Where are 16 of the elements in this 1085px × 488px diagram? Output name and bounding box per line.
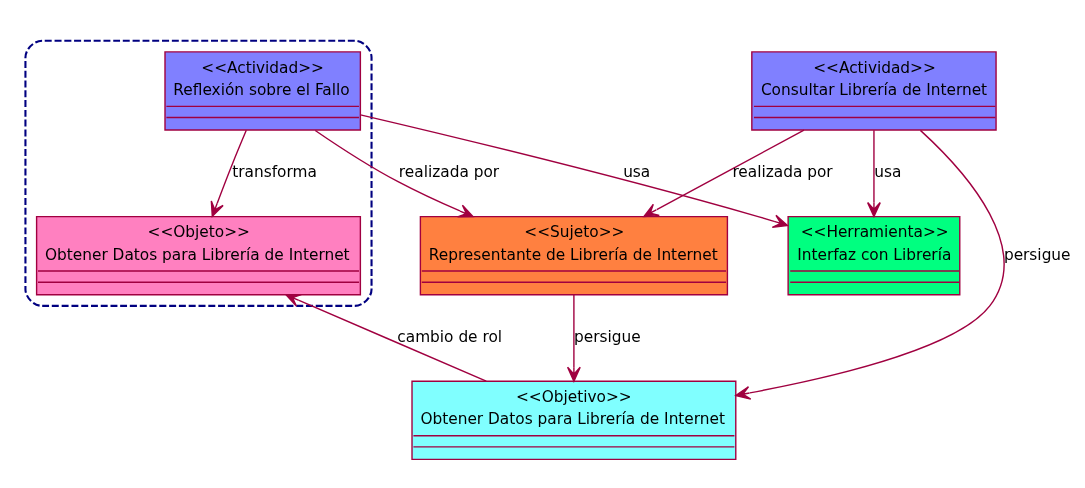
arrow <box>314 129 474 217</box>
arrow <box>285 293 487 382</box>
edge-label: realizada por <box>398 162 500 181</box>
arrow <box>866 129 881 217</box>
arrow <box>359 113 789 228</box>
edge-label: transforma <box>232 162 317 181</box>
edge-label: persigue <box>1003 245 1071 264</box>
edge-label: cambio de rol <box>397 327 503 346</box>
arrow <box>566 293 581 382</box>
edge-label: usa <box>623 162 651 181</box>
arrow <box>210 129 247 217</box>
edge-label: usa <box>874 162 902 181</box>
edge-label: realizada por <box>732 162 833 181</box>
arrow <box>643 128 805 217</box>
edge-label: persigue <box>574 327 641 346</box>
arrow <box>735 129 1005 400</box>
